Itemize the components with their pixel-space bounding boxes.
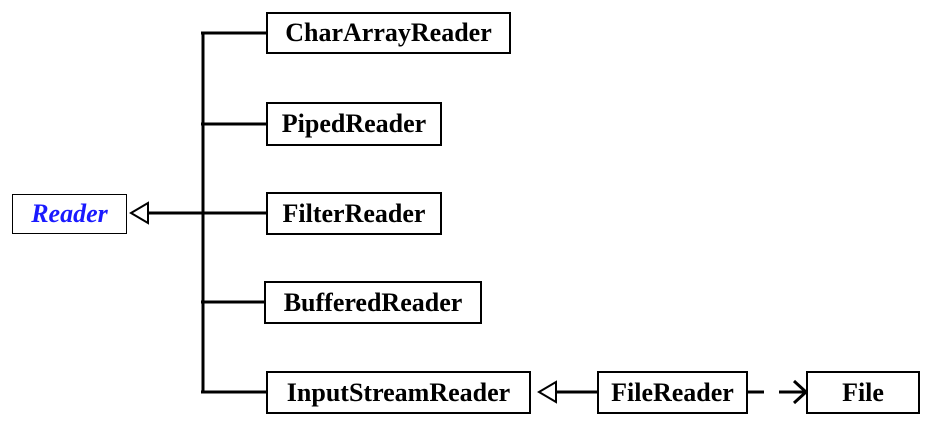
bufferedreader-class-box: BufferedReader [264, 281, 482, 324]
filereader-class-box: FileReader [597, 371, 748, 414]
filereader-class-label: FileReader [611, 377, 734, 407]
inputstreamreader-inheritance-arrowhead [537, 380, 557, 404]
reader-class-label: Reader [31, 199, 108, 228]
inputstreamreader-class-label: InputStreamReader [286, 377, 511, 407]
filterreader-class-label: FilterReader [282, 198, 426, 228]
filterreader-class-box: FilterReader [266, 192, 442, 235]
file-class-box: File [806, 371, 920, 414]
pipedreader-class-box: PipedReader [266, 102, 442, 146]
reader-class-box: Reader [12, 194, 127, 234]
chararrayreader-class-box: CharArrayReader [266, 12, 511, 54]
reader-inheritance-arrowhead [129, 201, 149, 225]
inputstreamreader-class-box: InputStreamReader [266, 371, 531, 414]
bufferedreader-class-label: BufferedReader [283, 287, 463, 317]
pipedreader-class-label: PipedReader [281, 109, 427, 138]
file-class-label: File [842, 377, 884, 407]
chararrayreader-class-label: CharArrayReader [285, 18, 492, 47]
